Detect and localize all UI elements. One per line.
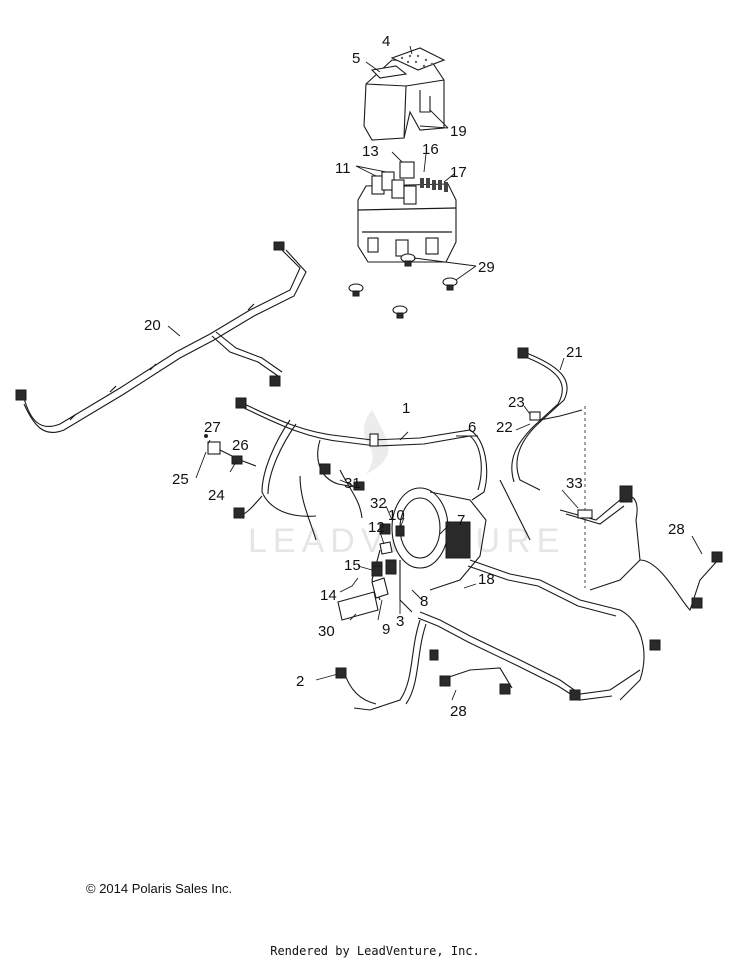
- callout-27: 27: [204, 419, 221, 436]
- callout-28-lower: 28: [450, 703, 467, 720]
- harness-20: [15, 241, 307, 433]
- callout-20: 20: [144, 317, 161, 334]
- copyright-text: © 2014 Polaris Sales Inc.: [86, 881, 233, 896]
- lower-harness: [335, 611, 641, 711]
- callout-22: 22: [496, 419, 513, 436]
- callout-10: 10: [388, 507, 405, 524]
- rendered-by-text: Rendered by LeadVenture, Inc.: [270, 944, 480, 958]
- callout-17: 17: [450, 164, 467, 181]
- callout-7: 7: [457, 512, 465, 529]
- callout-6: 6: [468, 419, 476, 436]
- steering-column-harness: [371, 487, 487, 613]
- leader-lines: [167, 45, 703, 701]
- callout-8: 8: [420, 593, 428, 610]
- callout-24: 24: [208, 487, 225, 504]
- callout-5: 5: [352, 50, 360, 67]
- callout-25: 25: [172, 471, 189, 488]
- push-clips: [348, 253, 458, 319]
- callout-13: 13: [362, 143, 379, 160]
- callout-33: 33: [566, 475, 583, 492]
- callout-11: 11: [335, 160, 351, 177]
- callout-2: 2: [296, 673, 304, 690]
- right-harness: [467, 347, 723, 701]
- callout-29: 29: [478, 259, 495, 276]
- main-harness-1: [233, 397, 488, 541]
- callout-15: 15: [344, 557, 361, 574]
- callout-23: 23: [508, 394, 525, 411]
- callout-28-right: 28: [668, 521, 685, 538]
- callout-18: 18: [478, 571, 495, 588]
- fuse-relay-block: [357, 161, 457, 263]
- callout-4: 4: [382, 33, 390, 50]
- callout-14: 14: [320, 587, 337, 604]
- callout-21: 21: [566, 344, 583, 361]
- callout-12: 12: [368, 519, 385, 536]
- callout-numbers: 1 2 3 4 5 6 7 8 9 10 11 12 13 14 15 16 1…: [144, 33, 685, 720]
- callout-16: 16: [422, 141, 439, 158]
- callout-32: 32: [370, 495, 387, 512]
- callout-9: 9: [382, 621, 390, 638]
- callout-30: 30: [318, 623, 335, 640]
- callout-31: 31: [344, 475, 361, 492]
- callout-19: 19: [450, 123, 467, 140]
- callout-1: 1: [402, 400, 410, 417]
- fuse-box-cover: [363, 47, 446, 141]
- callout-3: 3: [396, 613, 404, 630]
- callout-26: 26: [232, 437, 249, 454]
- small-modules: [204, 434, 393, 621]
